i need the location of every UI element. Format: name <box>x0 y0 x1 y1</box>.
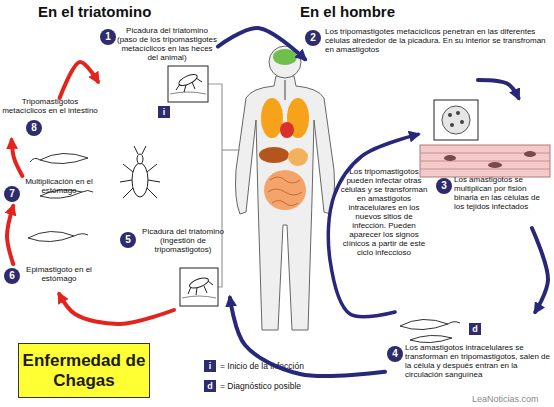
bug-legs <box>176 78 202 92</box>
legend-letter: i <box>204 360 216 372</box>
start-marker: i <box>158 106 170 118</box>
trachea <box>284 80 286 100</box>
cycle-arrow <box>532 228 548 312</box>
amastigote-nest <box>444 155 456 161</box>
callout-number: 7 <box>4 186 20 202</box>
cycle-arrow <box>478 80 519 98</box>
legend-text: = Diagnóstico posible <box>220 381 301 391</box>
human-body <box>236 76 335 330</box>
section-heading: En el hombre <box>300 3 395 20</box>
callout-number: 3 <box>436 178 452 194</box>
amastigote-nest <box>488 162 502 168</box>
bug-sketch <box>177 72 199 88</box>
liver <box>259 147 289 163</box>
section-heading: En el triatomino <box>38 3 151 20</box>
cell-image <box>434 100 478 140</box>
step-text: Picadura del triatomino (paso de los tri… <box>116 27 218 63</box>
flagellum <box>82 191 93 193</box>
cycle-arrow <box>230 298 385 376</box>
cycle-arrow <box>218 28 305 59</box>
step-text: Tripomastigotos metacíclicos en el intes… <box>2 98 98 116</box>
cycle-arrow <box>60 62 98 98</box>
callout-number: 8 <box>26 120 42 136</box>
step-text: Multiplicación en el estómago <box>22 178 96 196</box>
leader-line <box>222 149 240 150</box>
step-text: Los amastigotos se multiplican por fisió… <box>454 176 550 212</box>
flagellum <box>448 322 460 324</box>
amastigote-nest <box>524 151 536 157</box>
step-group: 7Multiplicación en el estómago <box>4 176 96 206</box>
tissue-image <box>420 145 550 177</box>
lung <box>261 98 283 138</box>
step-group: 5Picadura del triatomino (ingestión de t… <box>118 228 230 310</box>
step-text: Los amastigotos intracelulares se transf… <box>405 344 550 380</box>
bug-legs <box>120 146 160 198</box>
bug-sketch <box>188 276 210 290</box>
cycle-arrow <box>59 294 174 324</box>
step-group: 2Los tripomastigotes metacíclicos penetr… <box>305 28 552 80</box>
callout-number: 5 <box>120 232 136 248</box>
step-group: 6Epimastigoto en el estómago <box>4 264 96 294</box>
bug-legs <box>188 281 213 295</box>
title-box: Enfermedad de Chagas <box>18 343 150 398</box>
step-text: Epimastigoto en el estómago <box>22 266 96 284</box>
trypomastigote-sketch <box>400 319 448 329</box>
heart <box>280 122 294 138</box>
amastigote-dot <box>450 123 454 127</box>
flagellum <box>30 158 40 162</box>
step-group: 1Picadura del triatomino (paso de los tr… <box>98 27 218 105</box>
intestine-loops <box>268 177 302 206</box>
cycle-arrow <box>7 206 13 264</box>
intestine <box>264 170 306 210</box>
skin-line <box>170 92 206 94</box>
loop-note: Los tripomastigotos pueden infectar otra… <box>340 168 428 258</box>
flagellum <box>74 234 88 236</box>
step-text: Los tripomastigotes metacíclicos penetra… <box>325 28 550 55</box>
bite-image <box>180 268 218 306</box>
epimastigote-sketch <box>28 231 74 241</box>
callout-number: 2 <box>305 30 321 46</box>
bug-head <box>137 154 143 164</box>
watermark: LeaNoticias.com <box>472 394 539 404</box>
callout-number: 1 <box>100 29 116 45</box>
amastigote-dot <box>448 113 452 117</box>
infected-cell <box>442 106 470 134</box>
callout-number: 4 <box>387 346 403 362</box>
stomach <box>288 148 308 166</box>
leader-line <box>208 84 222 287</box>
step-group: 3Los amastigotos se multiplican por fisi… <box>418 98 552 228</box>
trypomastigote-sketch <box>410 335 452 342</box>
diagnosis-marker: d <box>469 323 481 335</box>
callout-number: 6 <box>4 268 20 284</box>
bite-image <box>168 66 208 102</box>
legend-letter: d <box>204 380 216 392</box>
bug-body <box>132 163 148 197</box>
step-group: Tripomastigotos metacíclicos en el intes… <box>2 98 98 140</box>
skin-line <box>182 296 216 298</box>
amastigote-dot <box>460 120 464 124</box>
triatomine-bug <box>120 146 160 198</box>
legend-text: = Inicio de la infección <box>220 361 304 371</box>
amastigote-dot <box>456 111 460 115</box>
brain <box>273 49 297 65</box>
step-text: Picadura del triatomino (ingestión de tr… <box>138 228 228 255</box>
diagram-title: Enfermedad de Chagas <box>19 351 149 390</box>
human-head <box>269 46 301 78</box>
cycle-arrow <box>328 134 418 316</box>
cycle-arrow <box>12 140 23 176</box>
trypomastigote-sketch <box>40 153 88 163</box>
